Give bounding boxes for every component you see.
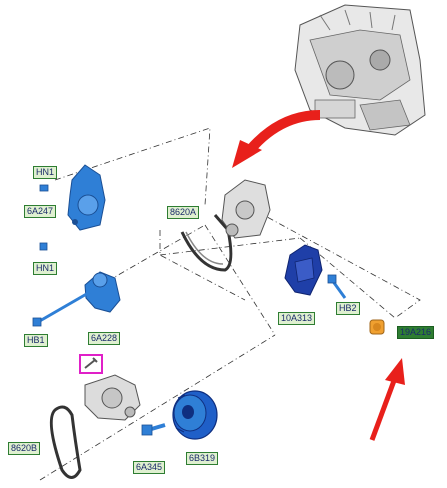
bolt-hb1 — [32, 290, 91, 327]
label-hb2: HB2 — [336, 302, 360, 315]
label-8620b: 8620B — [8, 442, 41, 455]
engine-block — [294, 4, 426, 136]
tensioner — [84, 271, 121, 313]
bracket — [284, 244, 323, 296]
label-hn1-bottom: HN1 — [33, 262, 58, 275]
bolt-hn1-top — [39, 184, 49, 192]
label-10a313: 10A313 — [278, 312, 316, 325]
belt-8620b — [49, 405, 82, 479]
label-6a345: 6A345 — [133, 461, 166, 474]
tool-icon-box — [79, 354, 103, 374]
red-straight-arrow — [369, 358, 405, 441]
label-8620a: 8620A — [167, 206, 200, 219]
belt-8620a — [180, 214, 233, 272]
label-hn1-top: HN1 — [33, 166, 58, 179]
pulley — [172, 390, 218, 440]
sensor-part — [369, 319, 385, 335]
bolt-hn1-bottom — [39, 242, 48, 251]
red-curved-arrow — [232, 110, 321, 168]
label-19a216: 19A216 — [397, 326, 435, 339]
label-6b319: 6B319 — [186, 452, 219, 465]
bolt-hb2 — [327, 274, 347, 299]
water-pump-impeller — [84, 374, 141, 421]
bolt-6a345 — [141, 423, 166, 436]
water-pump-housing — [67, 164, 106, 231]
pump-assembly-grey — [221, 179, 271, 239]
label-6a228: 6A228 — [88, 332, 121, 345]
label-hb1: HB1 — [24, 334, 48, 347]
label-6a247: 6A247 — [24, 205, 57, 218]
